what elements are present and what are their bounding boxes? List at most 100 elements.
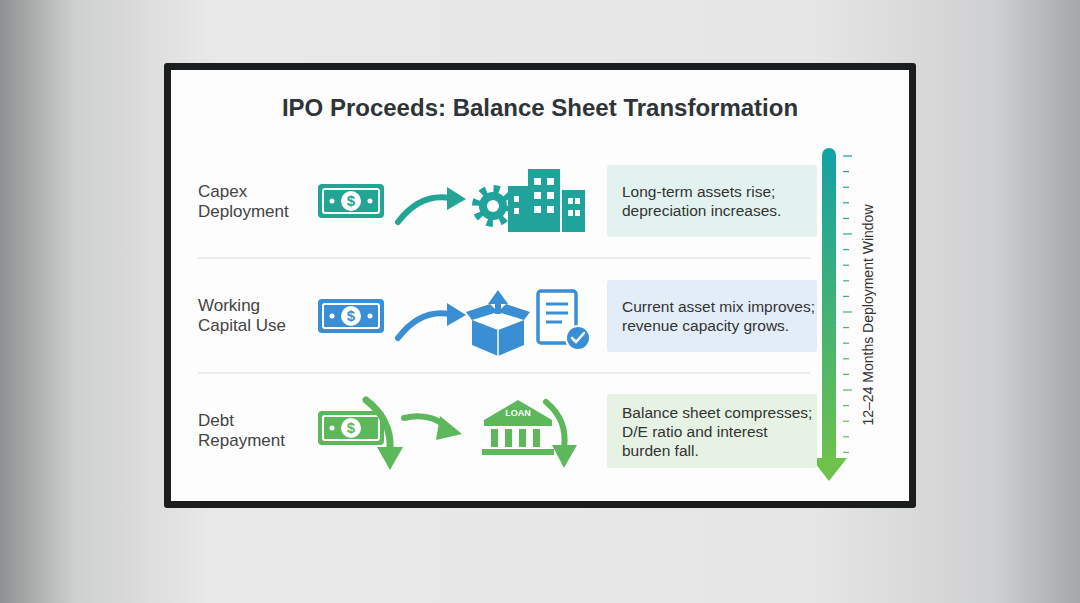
timeline-tick bbox=[843, 343, 849, 344]
timeline-label: 12–24 Months Deployment Window bbox=[858, 180, 878, 450]
up-arrow bbox=[488, 290, 508, 304]
check-badge bbox=[566, 326, 590, 350]
capex-icon bbox=[476, 169, 585, 232]
bill-body bbox=[318, 184, 384, 218]
bank-beam bbox=[484, 420, 552, 426]
timeline-tick bbox=[843, 280, 849, 281]
gear-body bbox=[479, 192, 507, 220]
window bbox=[514, 208, 519, 214]
building bbox=[562, 190, 585, 232]
timeline-tick bbox=[843, 389, 852, 390]
window bbox=[534, 206, 541, 213]
window bbox=[534, 192, 541, 199]
money-icon bbox=[318, 411, 384, 445]
window bbox=[568, 210, 573, 216]
document-line bbox=[546, 312, 568, 315]
row-label: Capex Deployment bbox=[198, 182, 298, 222]
row-separator bbox=[198, 257, 810, 258]
bill-border bbox=[323, 416, 379, 440]
currency-symbol: $ bbox=[341, 191, 361, 211]
diagram-title: IPO Proceeds: Balance Sheet Transformati… bbox=[171, 93, 909, 123]
window bbox=[547, 178, 554, 185]
gear-hole bbox=[487, 200, 499, 212]
down-arrow bbox=[546, 402, 565, 448]
gear-teeth bbox=[476, 189, 510, 223]
loan-tag: LOAN bbox=[496, 407, 540, 419]
down-arrow bbox=[366, 400, 390, 450]
description-box: Current asset mix improves; revenue capa… bbox=[607, 280, 817, 352]
timeline-tick bbox=[843, 296, 849, 297]
row-label: Working Capital Use bbox=[198, 296, 298, 336]
description-box: Long-term assets rise; depreciation incr… bbox=[607, 165, 817, 237]
timeline-tick bbox=[843, 311, 852, 312]
flow-arrow-head bbox=[447, 187, 466, 210]
down-arrow-head bbox=[377, 447, 403, 470]
document-line bbox=[546, 303, 568, 306]
box-flap bbox=[498, 304, 530, 320]
timeline-ticks bbox=[843, 156, 852, 452]
window bbox=[547, 206, 554, 213]
up-arrow bbox=[495, 302, 501, 314]
flow-arrow-head bbox=[436, 416, 462, 440]
building bbox=[528, 169, 560, 232]
bank-roof bbox=[484, 400, 552, 420]
money-icon bbox=[318, 184, 384, 218]
bill-border bbox=[323, 304, 379, 328]
building bbox=[508, 186, 530, 232]
timeline-tick bbox=[843, 187, 849, 188]
bank-base bbox=[482, 449, 554, 455]
document-line bbox=[546, 321, 562, 324]
inventory-icon bbox=[466, 290, 590, 356]
row-label: Debt Repayment bbox=[198, 411, 298, 451]
timeline-tick bbox=[843, 218, 849, 219]
bill-dot bbox=[368, 199, 373, 204]
box-edge bbox=[497, 330, 499, 356]
bill-border bbox=[323, 189, 379, 213]
window bbox=[514, 196, 519, 202]
description-text: Current asset mix improves; revenue capa… bbox=[622, 297, 817, 335]
flow-arrow-head bbox=[447, 303, 466, 326]
bill-dot bbox=[368, 314, 373, 319]
tv-frame bbox=[164, 63, 916, 508]
timeline-tick bbox=[843, 436, 849, 437]
bank-column bbox=[491, 429, 498, 447]
timeline-tick bbox=[843, 452, 849, 453]
bill-coin bbox=[341, 191, 361, 211]
timeline-bar bbox=[822, 148, 836, 464]
money-icon bbox=[318, 299, 384, 333]
timeline-tick bbox=[843, 358, 849, 359]
timeline-tick bbox=[843, 233, 852, 234]
box-body bbox=[472, 320, 524, 356]
window bbox=[547, 192, 554, 199]
box-flap bbox=[466, 304, 498, 320]
down-arrow-head bbox=[552, 445, 577, 468]
flow-arrow bbox=[398, 197, 450, 222]
bill-body bbox=[318, 411, 384, 445]
bill-coin bbox=[341, 306, 361, 326]
flow-arrow bbox=[398, 313, 450, 338]
row-separator bbox=[198, 372, 810, 373]
timeline-tick bbox=[843, 405, 849, 406]
description-text: Balance sheet compresses; D/E ratio and … bbox=[622, 403, 817, 460]
timeline-tick bbox=[843, 374, 849, 375]
timeline-tick bbox=[843, 249, 849, 250]
window bbox=[568, 198, 573, 204]
timeline-tick bbox=[843, 155, 852, 156]
currency-symbol: $ bbox=[341, 418, 361, 438]
bill-dot bbox=[330, 426, 335, 431]
description-box: Balance sheet compresses; D/E ratio and … bbox=[607, 394, 817, 468]
currency-symbol: $ bbox=[341, 306, 361, 326]
bank-icon bbox=[482, 400, 554, 455]
bill-coin bbox=[341, 418, 361, 438]
window bbox=[534, 178, 541, 185]
bank-column bbox=[505, 429, 512, 447]
timeline-tick bbox=[843, 265, 849, 266]
timeline-tick bbox=[843, 202, 849, 203]
bank-column bbox=[519, 429, 526, 447]
check-mark bbox=[572, 333, 584, 342]
bill-dot bbox=[330, 199, 335, 204]
bill-dot bbox=[330, 314, 335, 319]
